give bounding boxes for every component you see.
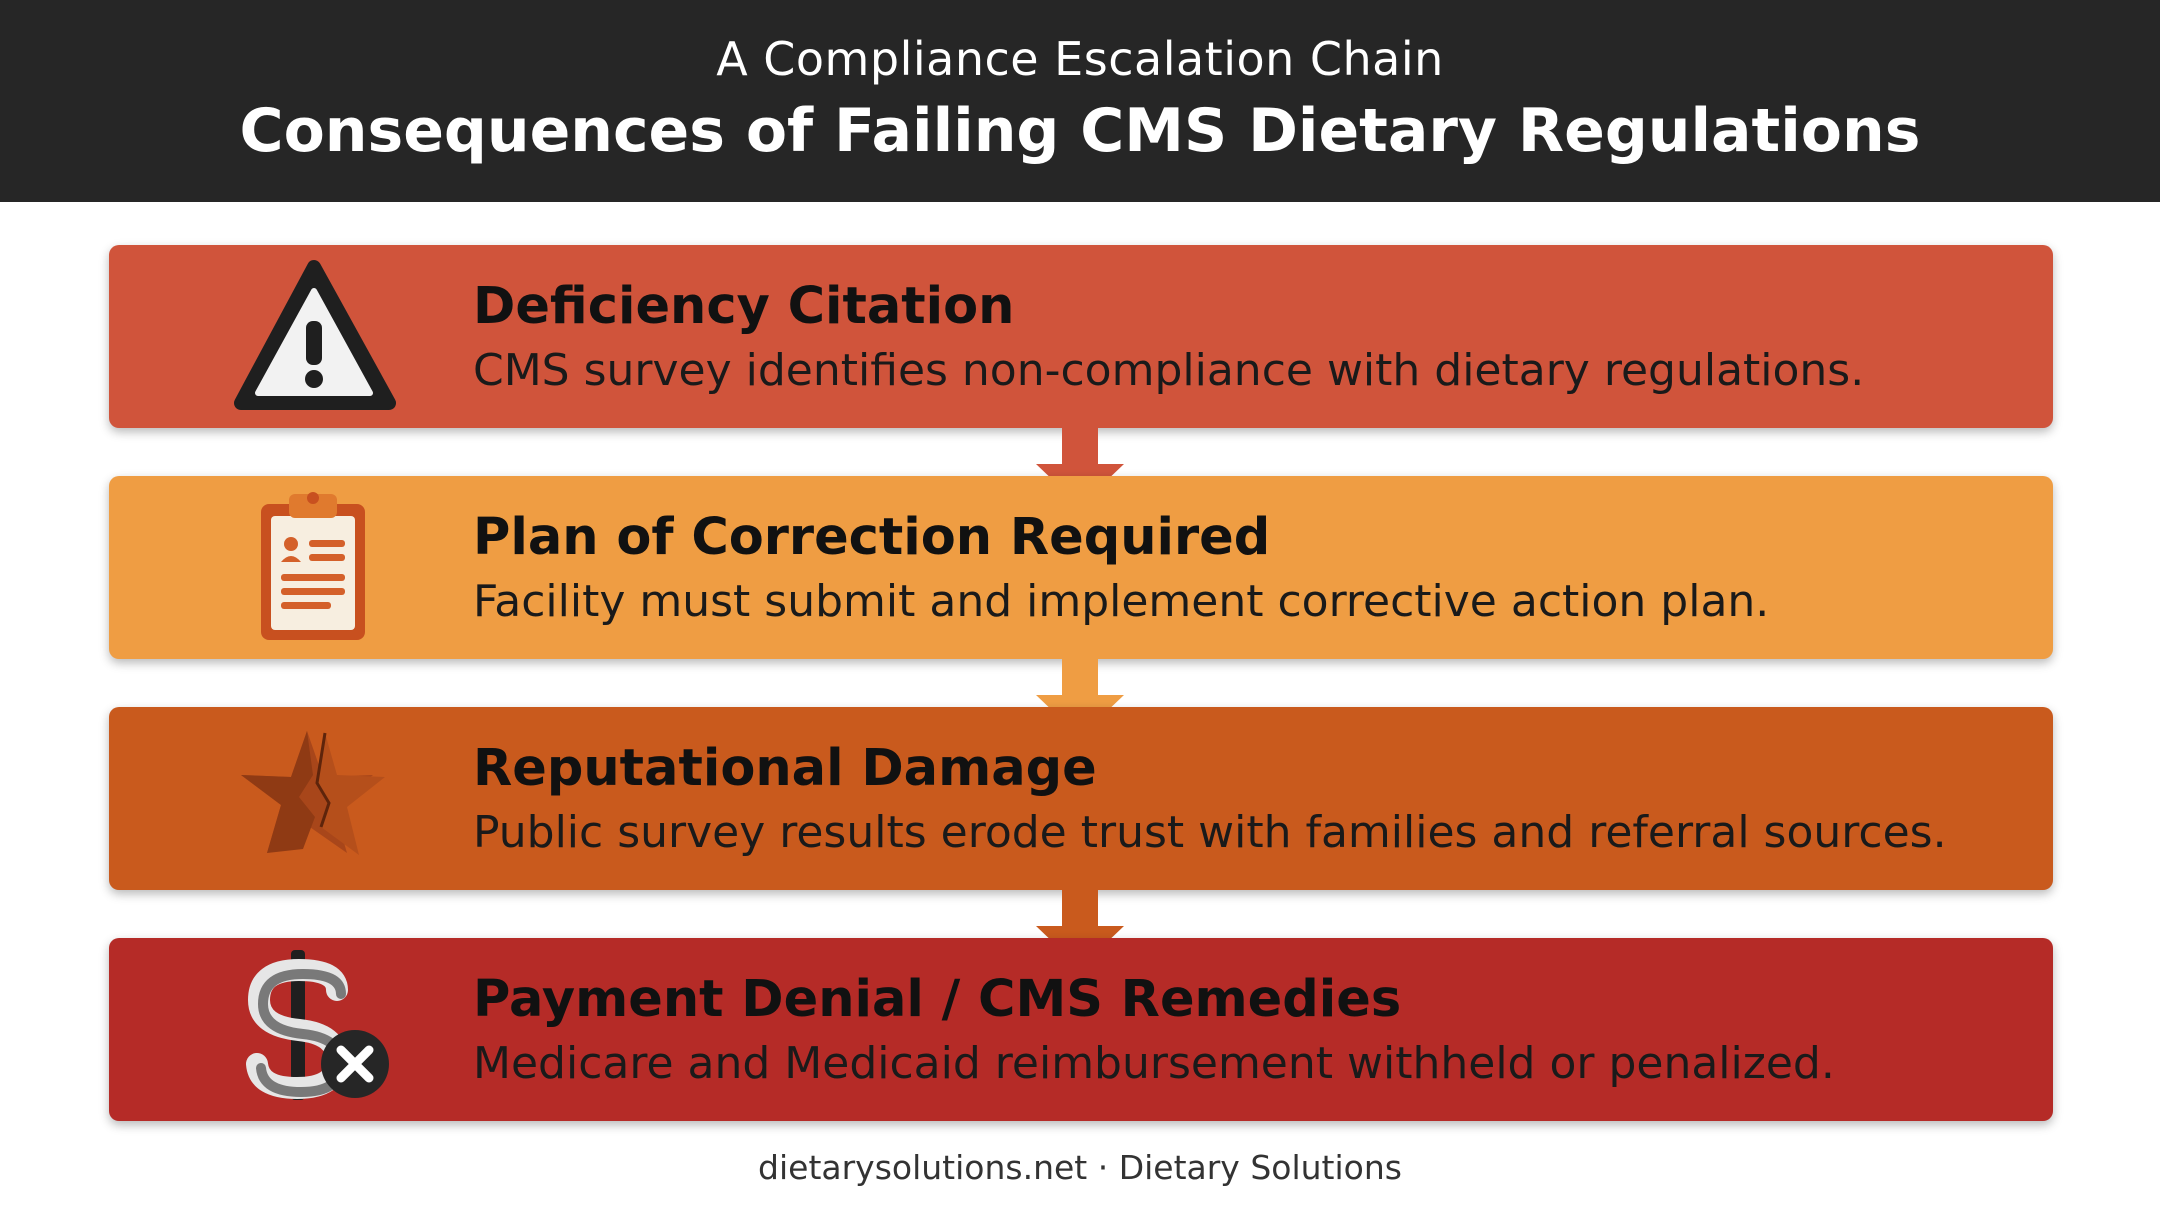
- footer-credit: dietarysolutions.net · Dietary Solutions: [758, 1148, 1402, 1187]
- step-plan-of-correction: Plan of Correction Required Facility mus…: [109, 476, 2053, 659]
- step-description: CMS survey identifies non-compliance wit…: [473, 345, 1865, 396]
- subtitle: A Compliance Escalation Chain: [716, 32, 1444, 86]
- step-title: Payment Denial / CMS Remedies: [473, 970, 1402, 1029]
- step-description: Facility must submit and implement corre…: [473, 576, 1770, 627]
- header-banner: A Compliance Escalation Chain Consequenc…: [0, 0, 2160, 202]
- page-title: Consequences of Failing CMS Dietary Regu…: [239, 96, 1921, 166]
- warning-triangle-icon: [229, 255, 399, 418]
- step-description: Public survey results erode trust with f…: [473, 807, 1947, 858]
- step-title: Deficiency Citation: [473, 277, 1015, 336]
- step-payment-denial: Payment Denial / CMS Remedies Medicare a…: [109, 938, 2053, 1121]
- step-title: Plan of Correction Required: [473, 508, 1271, 567]
- dollar-denied-icon: [229, 948, 399, 1111]
- step-title: Reputational Damage: [473, 739, 1097, 798]
- step-description: Medicare and Medicaid reimbursement with…: [473, 1038, 1835, 1089]
- broken-star-icon: [229, 717, 399, 880]
- clipboard-icon: [229, 486, 399, 649]
- step-reputational-damage: Reputational Damage Public survey result…: [109, 707, 2053, 890]
- step-deficiency-citation: Deficiency Citation CMS survey identifie…: [109, 245, 2053, 428]
